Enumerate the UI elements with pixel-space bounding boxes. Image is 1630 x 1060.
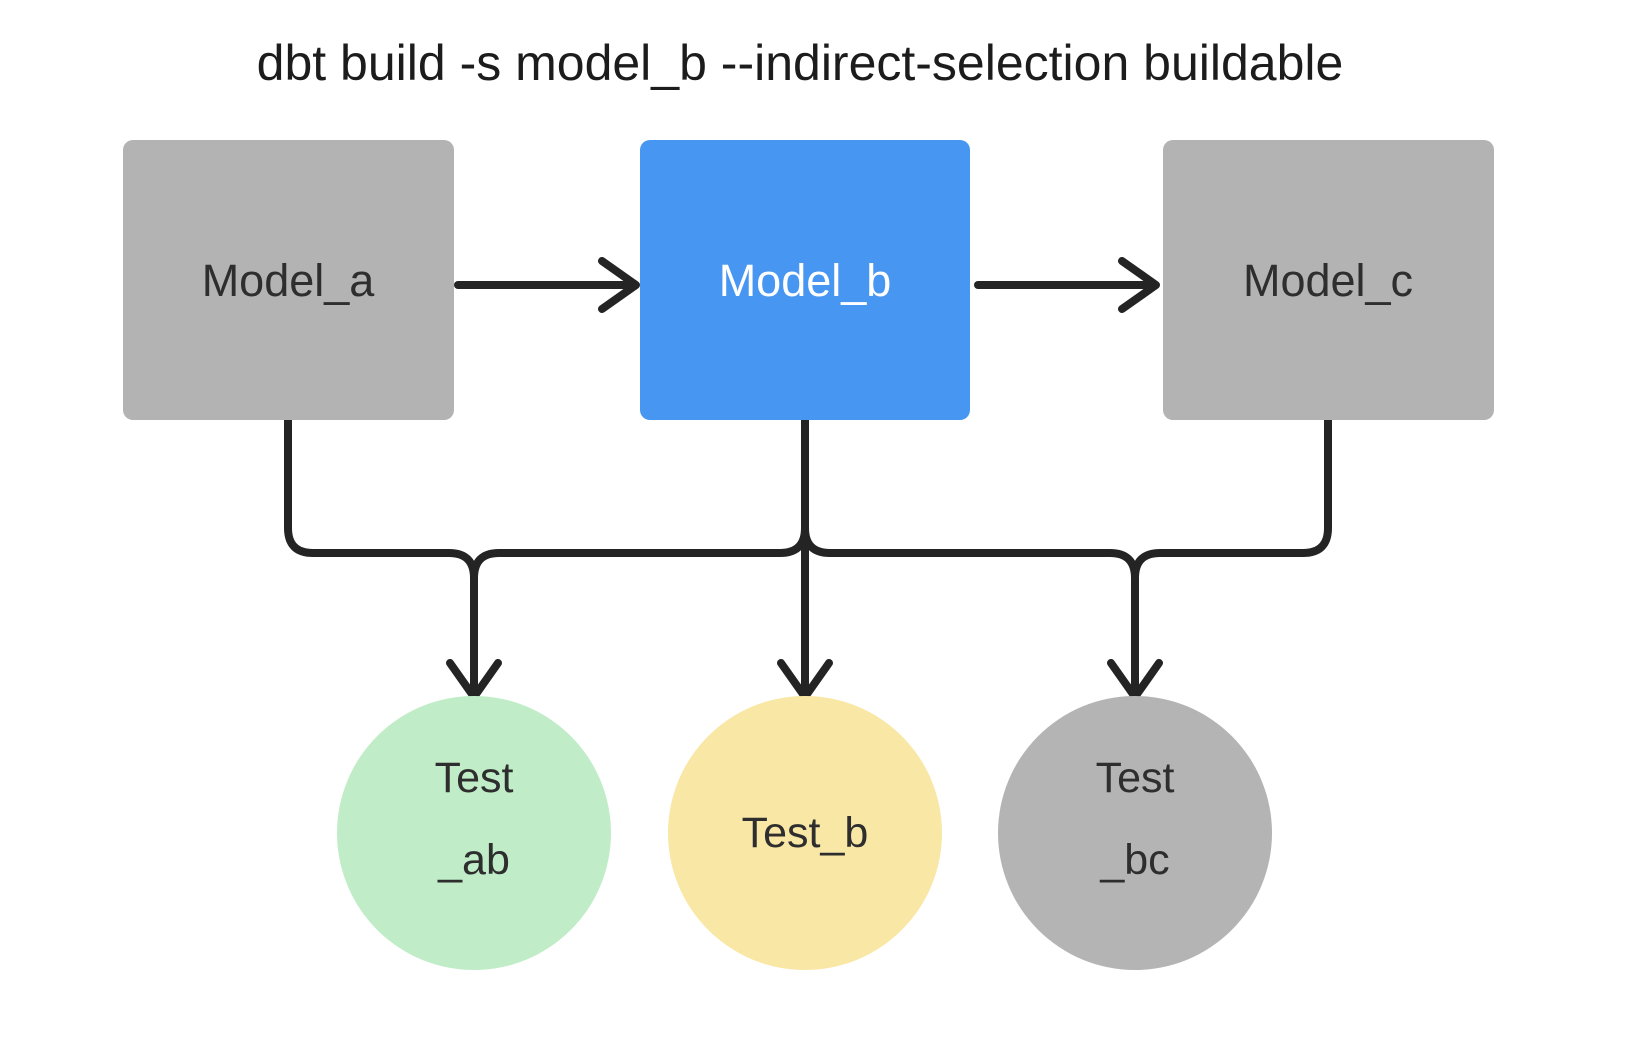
test-b-circle [668,696,942,970]
test-bc-label-line1: Test [1096,754,1175,802]
edge-model-a-to-test-ab [284,416,478,698]
model-c-label: Model_c [1243,255,1413,306]
node-test-ab: Test _ab [337,696,611,970]
test-b-label: Test_b [742,809,869,857]
model-c-box [1163,140,1494,420]
node-model-a: Model_a [123,140,454,420]
node-test-bc: Test _bc [998,696,1272,970]
model-b-box [640,140,970,420]
edge-model-a-to-model-b [454,257,640,313]
edge-model-b-to-test-bc [801,416,1139,698]
model-a-box [123,140,454,420]
test-ab-label-line1: Test [435,754,514,802]
model-a-label: Model_a [202,255,376,306]
model-b-label: Model_b [719,255,892,306]
diagram-title: dbt build -s model_b --indirect-selectio… [257,35,1344,91]
test-bc-label-line2: _bc [1099,836,1169,884]
test-ab-label-line2: _ab [437,836,510,884]
edge-model-b-to-test-ab [470,416,809,582]
node-model-c: Model_c [1163,140,1494,420]
arrowhead-right-icon [1118,257,1160,313]
edge-model-b-to-model-c [974,257,1160,313]
node-test-b: Test_b [668,696,942,970]
node-model-b: Model_b [640,140,970,420]
arrowhead-right-icon [598,257,640,313]
test-ab-circle [337,696,611,970]
test-bc-circle [998,696,1272,970]
edge-model-c-to-test-bc [1131,416,1332,582]
